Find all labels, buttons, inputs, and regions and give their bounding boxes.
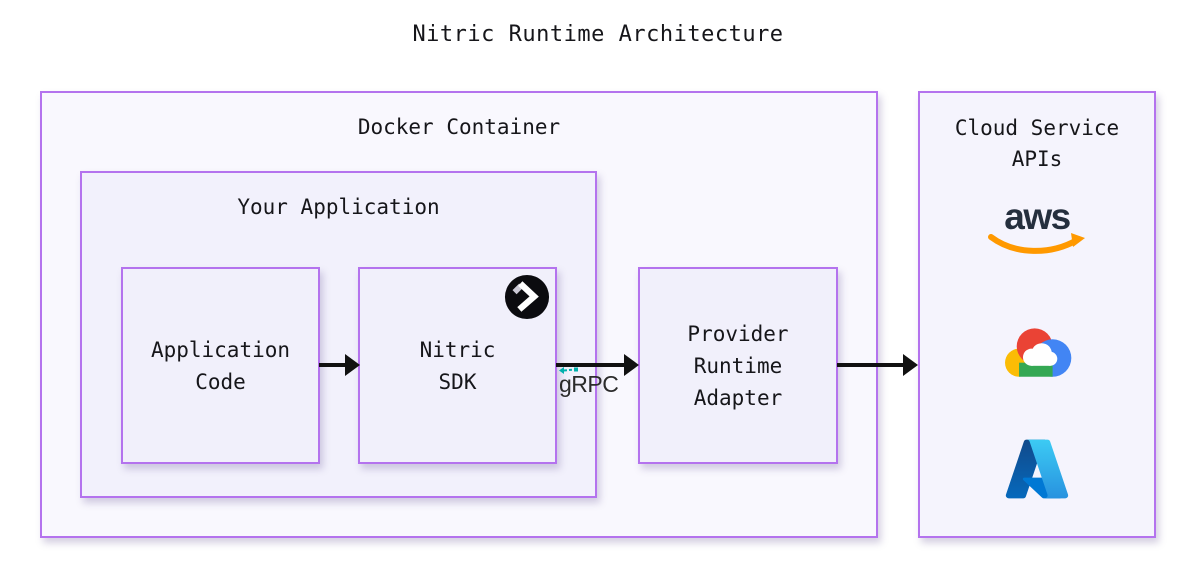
provider-runtime-adapter-box: Provider Runtime Adapter bbox=[638, 267, 838, 464]
cloud-label-line1: Cloud Service bbox=[954, 116, 1120, 140]
arrow-app-code-to-sdk bbox=[319, 354, 360, 376]
docker-container-label: Docker Container bbox=[357, 115, 561, 139]
provider-runtime-adapter-label: Provider Runtime Adapter bbox=[640, 269, 836, 462]
nitric-sdk-line2: SDK bbox=[438, 369, 477, 394]
application-code-label: Application Code bbox=[123, 269, 318, 462]
grpc-arrow-icon bbox=[559, 367, 578, 374]
application-code-line2: Code bbox=[195, 369, 246, 394]
cloud-label-line2: APIs bbox=[1011, 147, 1063, 171]
your-application-label: Your Application bbox=[237, 195, 440, 219]
arrow-sdk-to-provider bbox=[556, 354, 639, 376]
aws-smile-icon bbox=[988, 233, 1085, 254]
grpc-text: gRPC bbox=[559, 371, 619, 397]
grpc-label: gRPC bbox=[559, 365, 631, 399]
nitric-sdk-label: Nitric SDK bbox=[360, 269, 555, 462]
nitric-logo-icon bbox=[504, 274, 550, 320]
diagram-title: Nitric Runtime Architecture bbox=[412, 22, 784, 47]
azure-icon bbox=[1005, 439, 1069, 499]
provider-line1: Provider bbox=[687, 321, 789, 346]
application-code-line1: Application bbox=[150, 337, 291, 362]
nitric-sdk-line1: Nitric bbox=[419, 337, 496, 362]
cloud-service-apis-box: Cloud Service APIs aws bbox=[918, 91, 1156, 538]
arrow-provider-to-cloud bbox=[837, 354, 918, 376]
provider-line2: Runtime bbox=[693, 353, 783, 378]
google-cloud-icon bbox=[1005, 328, 1072, 377]
provider-line3: Adapter bbox=[693, 385, 783, 410]
cloud-service-apis-label: Cloud Service APIs bbox=[920, 113, 1154, 175]
application-code-box: Application Code bbox=[121, 267, 320, 464]
aws-wordmark: aws bbox=[1004, 196, 1071, 237]
aws-logo: aws bbox=[987, 196, 1087, 259]
